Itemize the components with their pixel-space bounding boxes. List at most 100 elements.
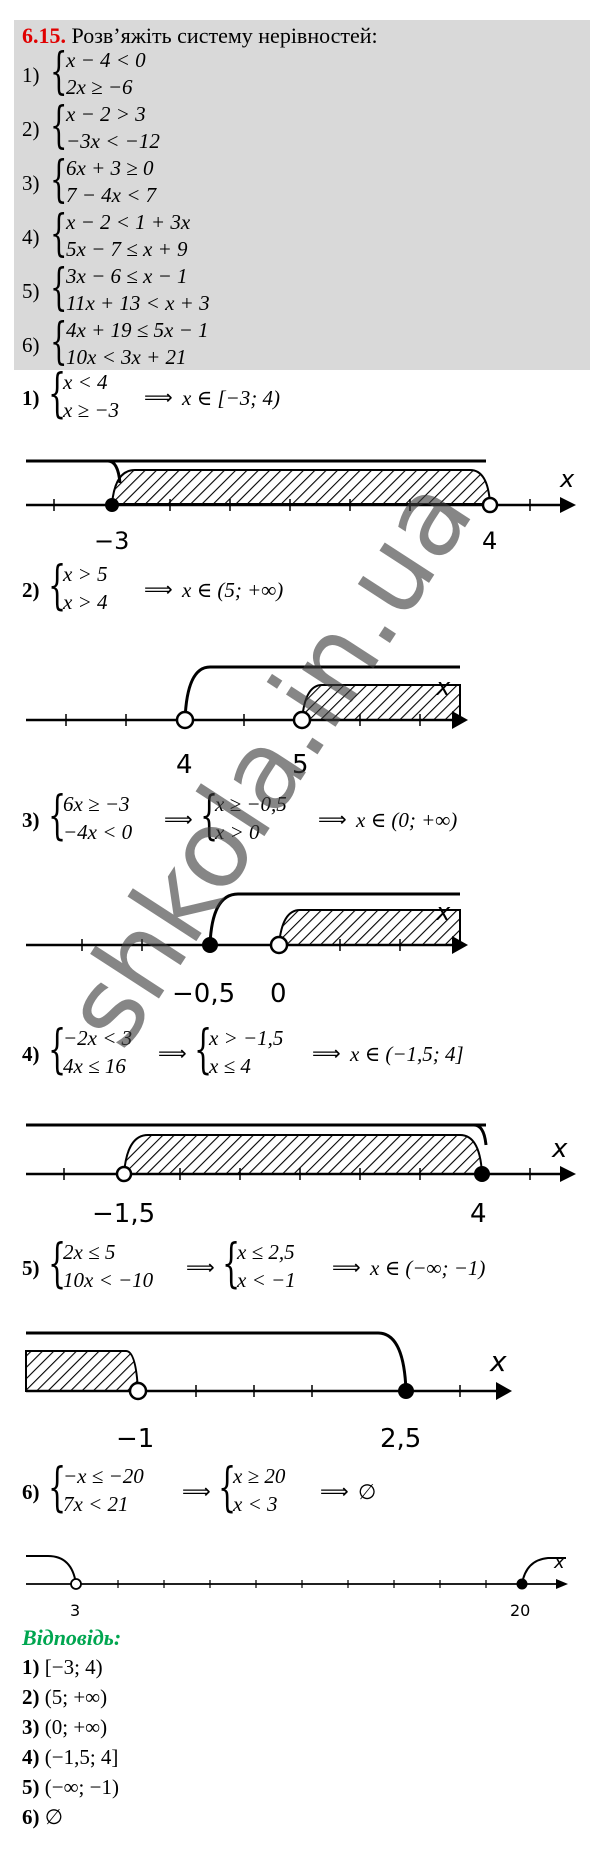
system-label: 4) <box>22 225 40 249</box>
solution-label: 4) <box>22 1042 40 1066</box>
implies-arrow: ⟹ <box>332 1255 361 1279</box>
system-line: x > 5 <box>63 562 108 586</box>
system-label: 1) <box>22 63 40 87</box>
system-line: x ≥ 20 <box>233 1464 286 1488</box>
brace-icon: { <box>50 42 68 100</box>
ray-cap <box>26 1123 488 1146</box>
answer-item: 3) (0; +∞) <box>22 1715 108 1739</box>
ray-line <box>208 892 460 946</box>
answer-item: 6) ∅ <box>22 1805 64 1829</box>
system-line: 7x < 21 <box>63 1492 129 1516</box>
hatched-region <box>300 684 461 721</box>
solution-label: 6) <box>22 1480 40 1504</box>
implies-arrow: ⟹ <box>158 1041 187 1065</box>
point-label: 2,5 <box>380 1424 421 1454</box>
axis-label: x <box>435 898 451 926</box>
open-point <box>481 496 499 514</box>
axis-label: x <box>489 1345 507 1378</box>
system-line: x ≤ 2,5 <box>237 1240 295 1264</box>
open-point <box>269 935 289 955</box>
system-line: x ≤ 4 <box>209 1054 251 1078</box>
system-line: 4x ≤ 16 <box>63 1054 126 1078</box>
number-line-6: x 3 20 <box>26 1552 568 1620</box>
system-line: x − 4 < 0 <box>66 48 146 72</box>
answer-item: 1) [−3; 4) <box>22 1655 103 1679</box>
answer-item: 5) (−∞; −1) <box>22 1775 119 1799</box>
number-line-3: x −0,5 0 <box>26 892 468 1009</box>
ray-line <box>26 1555 77 1585</box>
brace-icon: { <box>48 364 67 424</box>
system-label: 5) <box>22 279 40 303</box>
system-line: 11x + 13 < x + 3 <box>66 291 210 315</box>
system-line: 6x + 3 ≥ 0 <box>66 156 154 180</box>
system-line: x < 3 <box>233 1492 278 1516</box>
point-label: 5 <box>292 750 309 780</box>
solution-result: x ∈ (5; +∞) <box>182 578 284 602</box>
system-line: x > 4 <box>63 590 108 614</box>
closed-point <box>202 937 218 953</box>
point-label: 4 <box>176 750 193 780</box>
implies-arrow: ⟹ <box>144 385 173 409</box>
point-label: 4 <box>470 1199 487 1229</box>
system-line: 10x < 3x + 21 <box>66 345 187 369</box>
point-label: 0 <box>270 979 287 1009</box>
system-label: 3) <box>22 171 40 195</box>
system-line: x ≥ −3 <box>63 398 120 422</box>
brace-icon: { <box>48 1458 67 1518</box>
implies-arrow: ⟹ <box>312 1041 341 1065</box>
system-line: x − 2 > 3 <box>66 102 146 126</box>
brace-icon: { <box>218 1458 237 1518</box>
system-line: −4x < 0 <box>63 820 133 844</box>
hatched-region <box>122 1134 484 1175</box>
task-title: 6.15. Розв’яжіть систему нерівностей: <box>22 24 378 48</box>
brace-icon: { <box>194 1020 213 1080</box>
ray-line <box>183 665 460 721</box>
point-label: −1,5 <box>92 1199 155 1229</box>
answer-item: 4) (−1,5; 4] <box>22 1745 119 1769</box>
system-line: 2x ≤ 5 <box>63 1240 116 1264</box>
task-number: 6.15. <box>22 23 66 48</box>
axis-ticks <box>195 1385 461 1397</box>
implies-arrow: ⟹ <box>182 1479 211 1503</box>
solution-label: 3) <box>22 808 40 832</box>
brace-icon: { <box>50 312 68 370</box>
task-block: 6.15. Розв’яжіть систему нерівностей: 1)… <box>14 20 590 370</box>
open-point <box>115 1165 133 1183</box>
solution-label: 2) <box>22 578 40 602</box>
brace-icon: { <box>48 1020 67 1080</box>
axis-arrow-icon <box>496 1382 512 1400</box>
closed-point <box>474 1166 490 1182</box>
system-line: x ≥ −0,5 <box>215 792 287 816</box>
number-line-4: x −1,5 4 <box>26 1123 576 1229</box>
system-line: 4x + 19 ≤ 5x − 1 <box>66 318 209 342</box>
point-label: −1 <box>116 1424 154 1454</box>
system-line: x < 4 <box>63 370 108 394</box>
system-line: x < −1 <box>237 1268 296 1292</box>
solution-result: ∅ <box>358 1480 377 1504</box>
number-line-1: x −3 4 <box>26 459 576 555</box>
axis-label: x <box>551 1134 568 1164</box>
brace-icon: { <box>50 258 68 316</box>
axis-ticks <box>53 499 531 511</box>
system-line: 5x − 7 ≤ x + 9 <box>66 237 188 261</box>
axis-arrow-icon <box>560 1166 576 1182</box>
closed-point <box>398 1383 414 1399</box>
brace-icon: { <box>48 786 67 846</box>
ray-cap <box>26 459 122 484</box>
solution-result: x ∈ [−3; 4) <box>182 386 280 410</box>
axis-label: x <box>435 673 451 701</box>
system-line: 2x ≥ −6 <box>66 75 133 99</box>
point-label: 20 <box>510 1601 530 1620</box>
closed-point <box>516 1578 528 1590</box>
answer-title: Відповідь: <box>22 1625 122 1650</box>
axis-ticks <box>63 1168 531 1180</box>
axis-label: x <box>553 1552 565 1573</box>
axis-arrow-icon <box>560 497 576 513</box>
point-label: −0,5 <box>172 979 235 1009</box>
system-line: −3x < −12 <box>66 129 160 153</box>
number-line-2: x 4 5 <box>26 665 468 780</box>
axis-arrow-icon <box>452 936 468 954</box>
system-line: x − 2 < 1 + 3x <box>66 210 191 234</box>
system-line: −x ≤ −20 <box>63 1464 144 1488</box>
point-label: 3 <box>70 1601 80 1620</box>
